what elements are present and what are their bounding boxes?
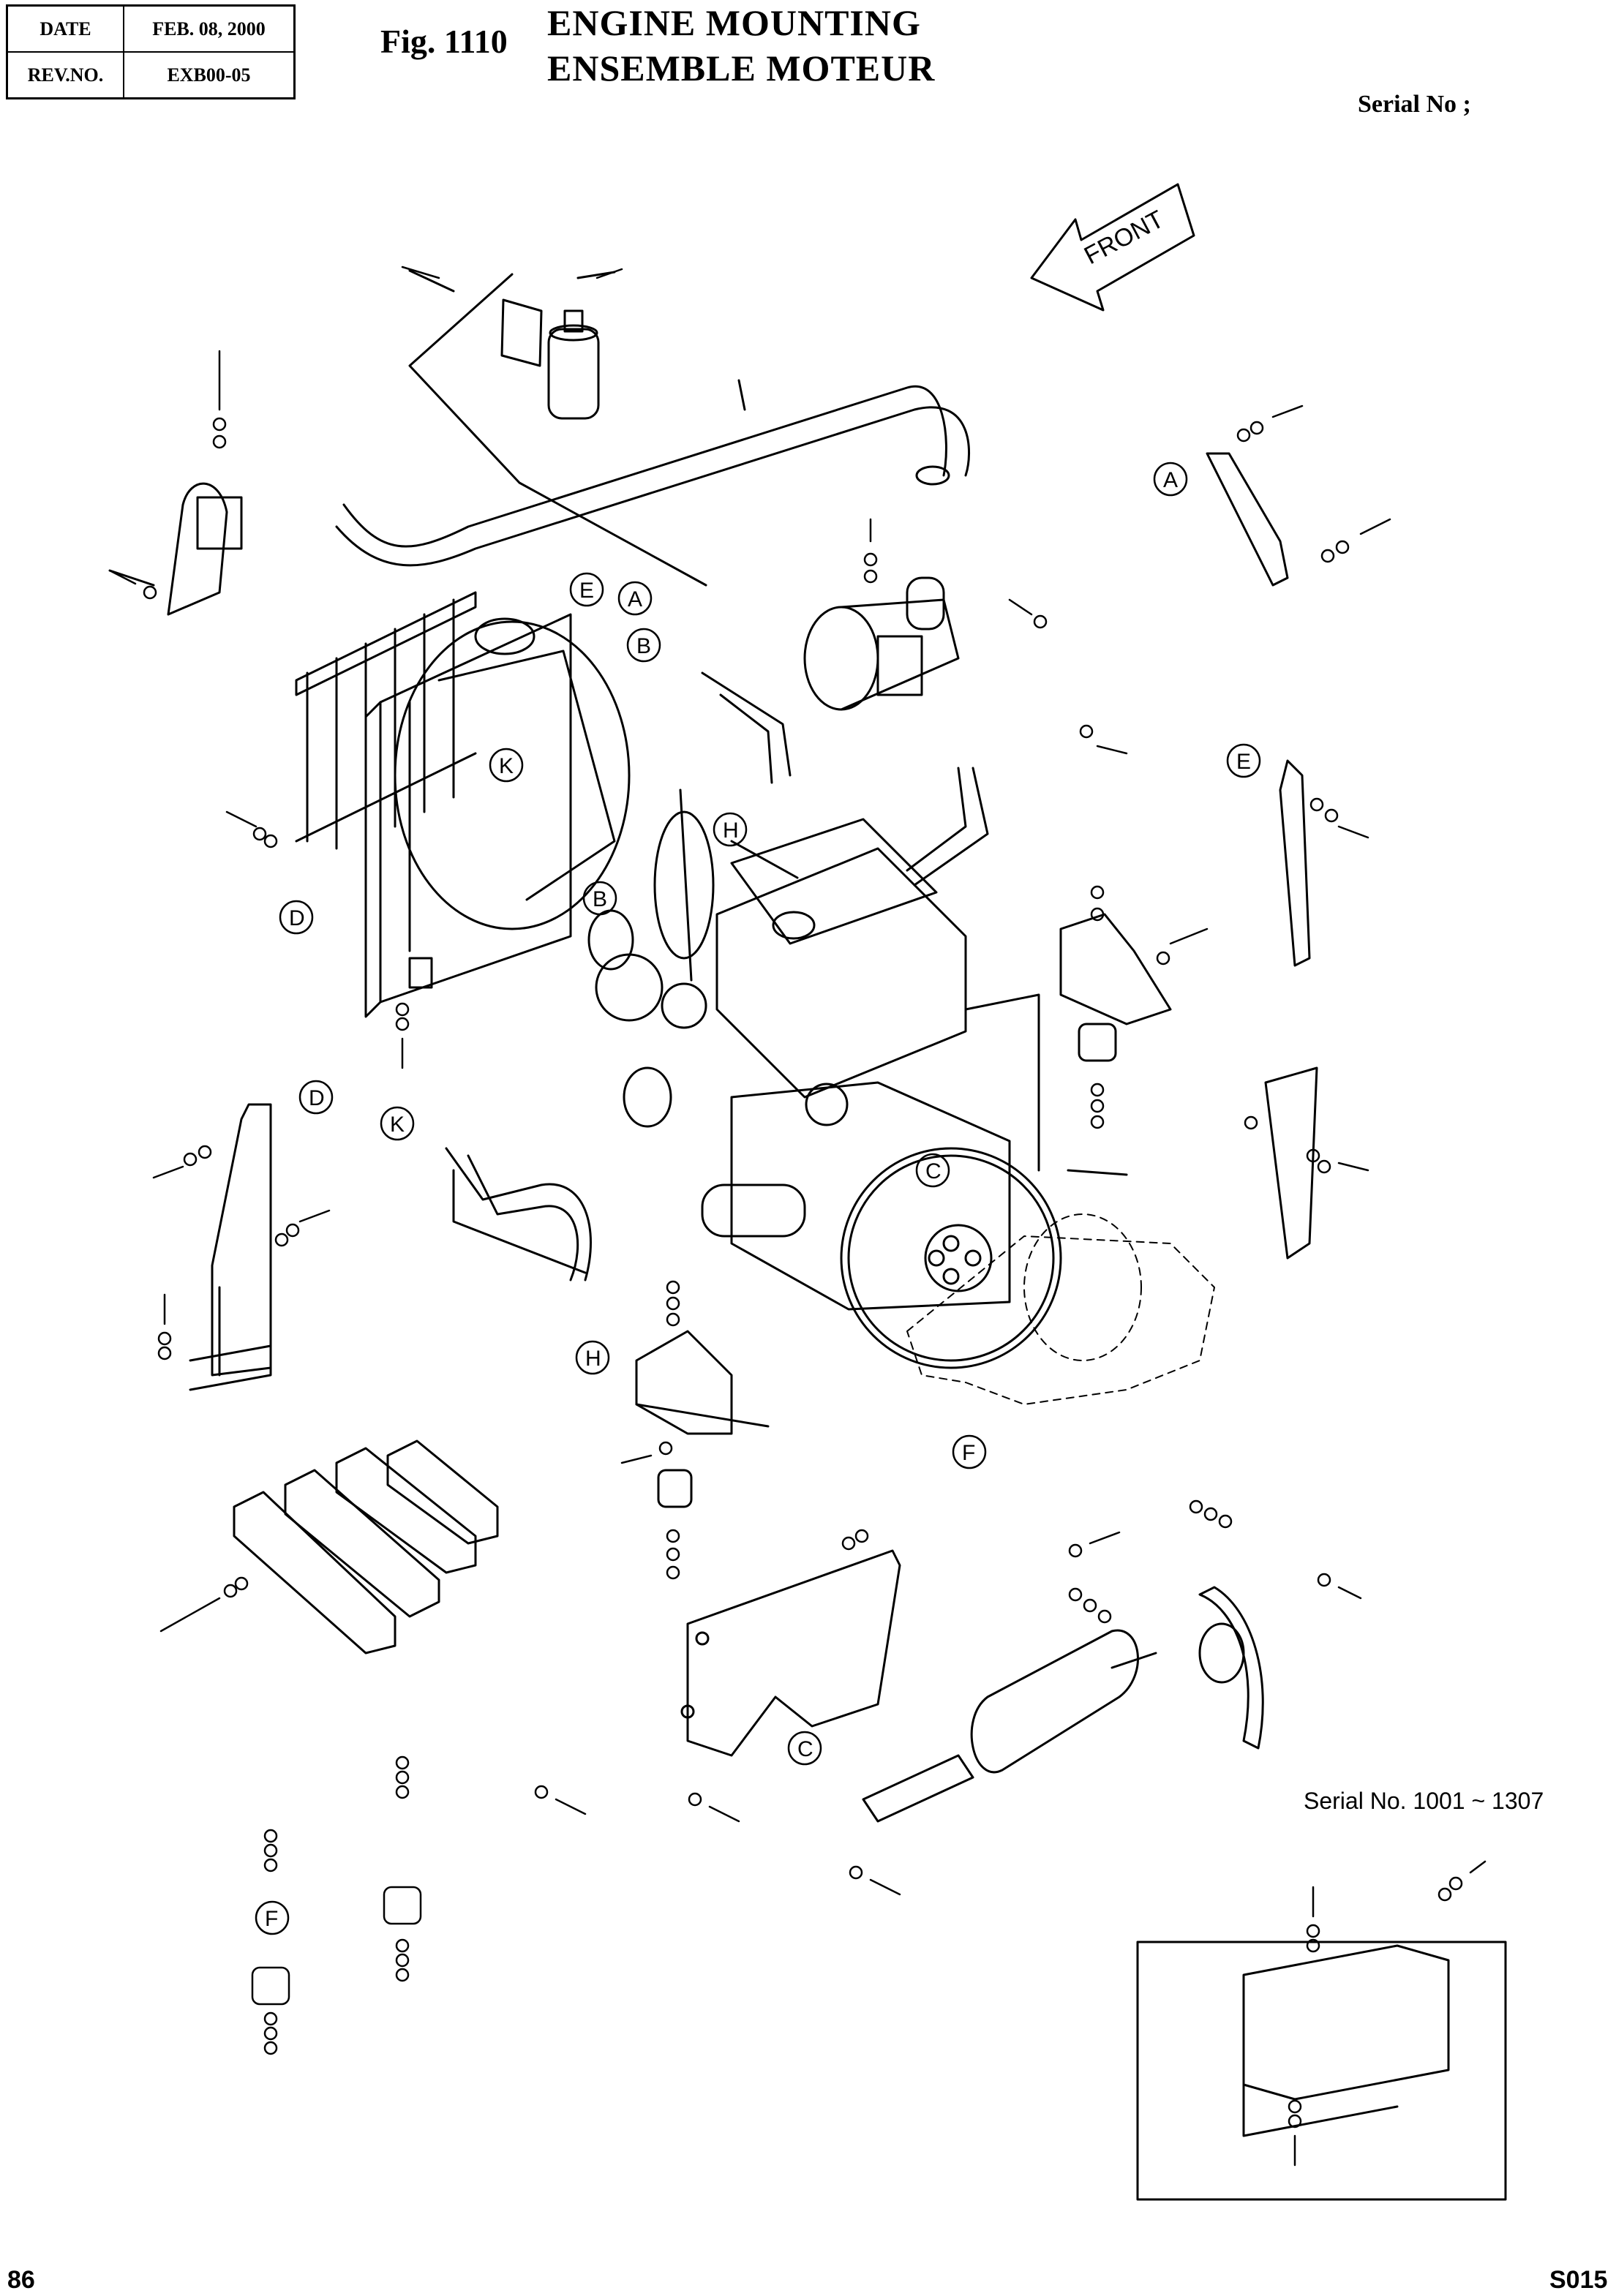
callout-c-exhaust: C	[797, 1737, 813, 1761]
callout-f-mount: F	[265, 1907, 278, 1931]
left-shroud-bracket	[108, 482, 243, 616]
callout-a-radiator: A	[628, 587, 642, 611]
rev-label: REV.NO.	[6, 51, 124, 99]
rear-mount-bracket	[1264, 1066, 1318, 1260]
callout-b-lower: B	[593, 887, 607, 911]
right-engine-bracket	[1059, 913, 1172, 1062]
left-engine-bracket	[189, 1103, 272, 1391]
callout-e-radiator: E	[579, 579, 594, 603]
callout-d-radiator: D	[289, 906, 305, 930]
figure-title-english: ENGINE MOUNTING	[547, 2, 921, 43]
upper-radiator-hose	[335, 379, 970, 567]
revision-header-table: DATE FEB. 08, 2000 REV.NO. EXB00-05	[6, 4, 296, 99]
bracket-e	[1279, 759, 1311, 967]
figure-number: Fig. 1110	[380, 23, 508, 60]
callout-a-right: A	[1163, 468, 1178, 492]
callout-h-hose: H	[585, 1347, 601, 1371]
serial-number-label: Serial No ;	[1358, 91, 1471, 118]
date-value: FEB. 08, 2000	[123, 4, 296, 53]
figure-title-french: ENSEMBLE MOTEUR	[547, 48, 936, 89]
radiator	[364, 613, 572, 1018]
inset-serial-range: Serial No. 1001 ~ 1307	[1304, 1788, 1544, 1814]
callout-h-engine: H	[723, 818, 739, 843]
callout-c-flywheel: C	[925, 1159, 942, 1183]
cooling-fan	[587, 788, 799, 982]
engine-block	[595, 818, 1040, 1311]
callout-d-bracket: D	[309, 1086, 325, 1110]
flywheel	[840, 1147, 1128, 1369]
air-cleaner	[803, 576, 960, 711]
inset-box	[1136, 1941, 1507, 2201]
date-label: DATE	[6, 4, 124, 53]
intake-hose	[701, 671, 989, 887]
oil-cooler	[295, 591, 477, 850]
fasteners	[108, 266, 1487, 2167]
lower-radiator-hose	[445, 1147, 592, 1281]
front-arrow: FRONT	[1030, 183, 1195, 312]
overflow-tank	[408, 269, 707, 587]
muffler	[862, 1586, 1264, 1823]
bracket-a	[1206, 452, 1289, 587]
rev-value: EXB00-05	[123, 51, 296, 99]
callout-labels: A A B B C C D D E E F F F H H K K	[255, 462, 1261, 1935]
callout-k-hose: K	[390, 1113, 405, 1137]
exhaust-bracket-plate	[680, 1549, 901, 1757]
side-panels	[233, 1439, 499, 1655]
callout-f-bellhousing: F	[962, 1441, 975, 1465]
fan-shroud	[394, 620, 631, 930]
callout-b-upper: B	[636, 634, 651, 658]
front-engine-support	[635, 1330, 770, 1508]
callout-e-bracket: E	[1236, 750, 1251, 774]
page-number: 86	[7, 2266, 35, 2294]
bellhousing	[906, 1213, 1215, 1405]
page-code: S015	[1549, 2266, 1608, 2294]
callout-k-radiator: K	[499, 754, 514, 778]
